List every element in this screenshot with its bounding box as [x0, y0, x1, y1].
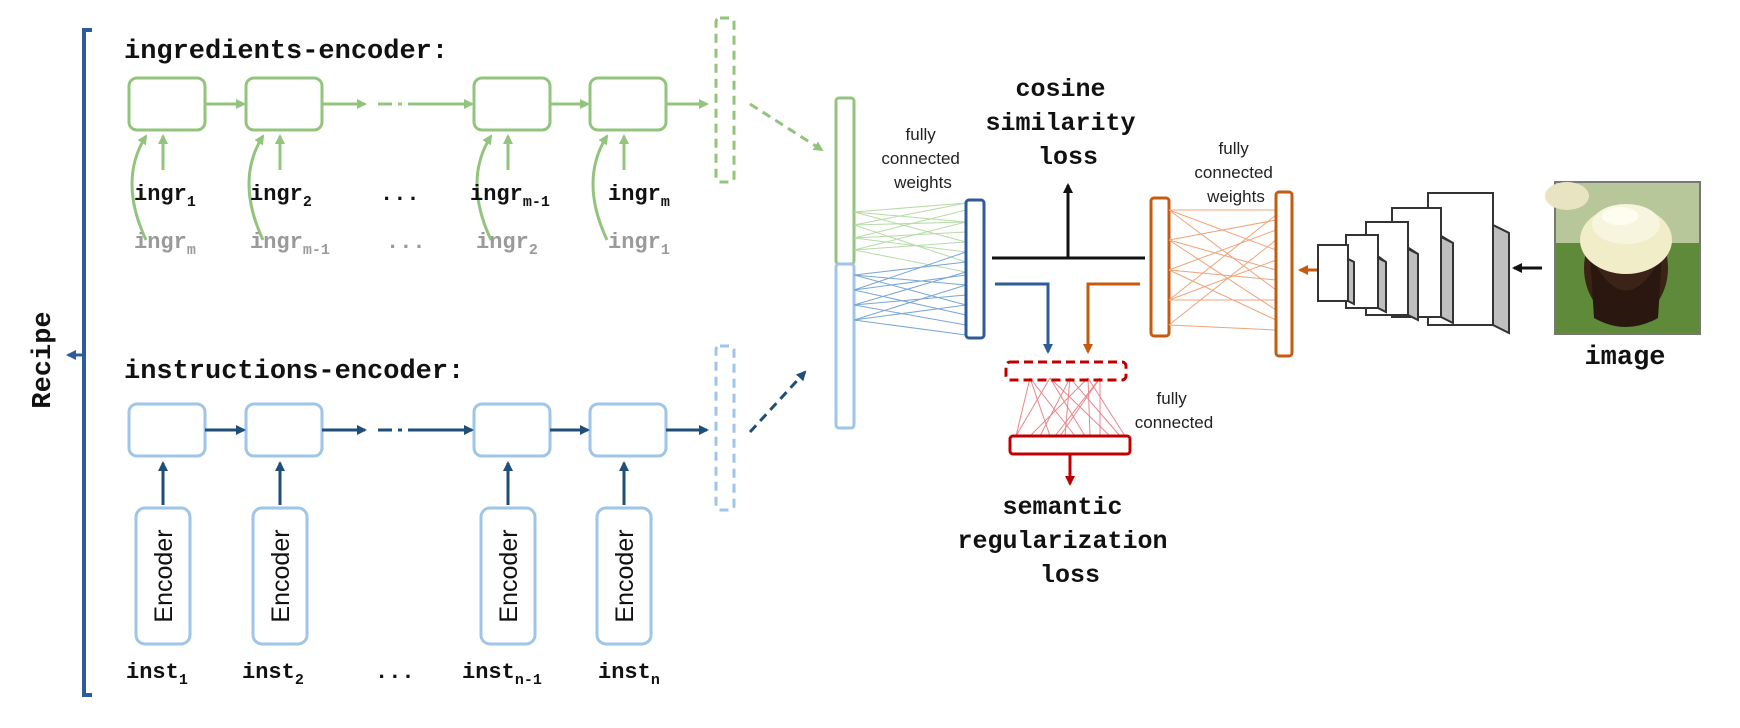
ellipsis: ...: [380, 182, 420, 207]
instructions-lstm-cell: [127, 402, 207, 458]
ellipsis: ...: [375, 660, 415, 685]
ingredients-lstm-cell: [244, 76, 324, 132]
ingredient-token-reversed: ingr1: [608, 230, 670, 259]
encoder-label: Encoder: [495, 529, 523, 622]
ingredient-token: ingr2: [250, 182, 312, 211]
sentence-encoder-block: [595, 506, 653, 646]
ingredients-backward-tokens: ingrm ingrm-1 ... ingr2 ingr1: [134, 230, 670, 259]
instructions-lstm-cell: [588, 402, 668, 458]
ingredients-lstm-cell: [472, 76, 552, 132]
ingredient-token-reversed: ingr2: [476, 230, 538, 259]
ingredient-token: ingr1: [134, 182, 196, 211]
ingredients-lstm-chain: [127, 16, 824, 241]
recipe-fc-label: fully connected weights: [881, 125, 964, 192]
sentence-encoder-block: [479, 506, 537, 646]
sentence-encoder-block: [134, 506, 192, 646]
cnn-layer-stack: [1317, 192, 1510, 335]
ingredient-token-reversed: ingrm-1: [250, 230, 330, 259]
recipe-concat-vector: [834, 96, 856, 430]
cnn-layer: [1317, 244, 1355, 306]
instruction-token: inst2: [242, 660, 304, 689]
instructions-lstm-cell: [244, 402, 324, 458]
semantic-fc-label: fully connected: [1135, 389, 1213, 432]
instruction-token: inst1: [126, 660, 188, 689]
instructions-encoder-title: instructions-encoder:: [124, 357, 464, 387]
recipe-embedding: [964, 198, 986, 340]
instruction-token: instn: [598, 660, 660, 689]
ingredient-token: ingrm: [608, 182, 670, 211]
image-fc-weights: [1168, 209, 1277, 331]
food-image: [1545, 181, 1701, 335]
cosine-similarity-connector: [992, 183, 1145, 354]
recipe-bracket: [66, 28, 92, 697]
instructions-output-vector: [714, 344, 736, 512]
semantic-class-layer: [1008, 434, 1132, 456]
ingredients-forward-tokens: ingr1 ingr2 ... ingrm-1 ingrm: [134, 182, 670, 211]
instruction-token: instn-1: [462, 660, 542, 689]
instructions-lstm-cell: [472, 402, 552, 458]
encoder-label: Encoder: [611, 529, 639, 622]
semantic-fc-weights: [1015, 377, 1126, 437]
ingredient-token: ingrm-1: [470, 182, 550, 211]
ingredient-token-reversed: ingrm: [134, 230, 196, 259]
ingredients-embedding-part: [834, 96, 856, 266]
semantic-loss-label: semantic regularization loss: [957, 493, 1182, 590]
ellipsis: ...: [386, 230, 426, 255]
instructions-embedding-part: [834, 262, 856, 430]
semantic-dashed-input: [1004, 360, 1128, 382]
image-fc-label: fully connected weights: [1194, 139, 1277, 206]
instruction-tokens: inst1 inst2 ... instn-1 instn: [126, 660, 660, 689]
encoder-block-labels: Encoder Encoder Encoder Encoder: [150, 529, 639, 622]
image-feature-vector: [1274, 190, 1294, 358]
encoder-label: Encoder: [150, 529, 178, 622]
image-embedding: [1149, 196, 1171, 338]
recipe-fc-weights: [853, 202, 967, 336]
ingredients-lstm-cell: [588, 76, 668, 132]
sentence-encoder-block: [251, 506, 309, 646]
image-label: image: [1584, 343, 1665, 373]
cosine-loss-label: cosine similarity loss: [985, 75, 1150, 172]
encoder-label: Encoder: [267, 529, 295, 622]
ingredients-encoder-title: ingredients-encoder:: [124, 37, 448, 67]
ingredients-lstm-cell: [127, 76, 207, 132]
ingredients-output-vector: [714, 16, 736, 184]
instructions-lstm-chain: [127, 344, 807, 646]
recipe-label: Recipe: [29, 311, 59, 408]
